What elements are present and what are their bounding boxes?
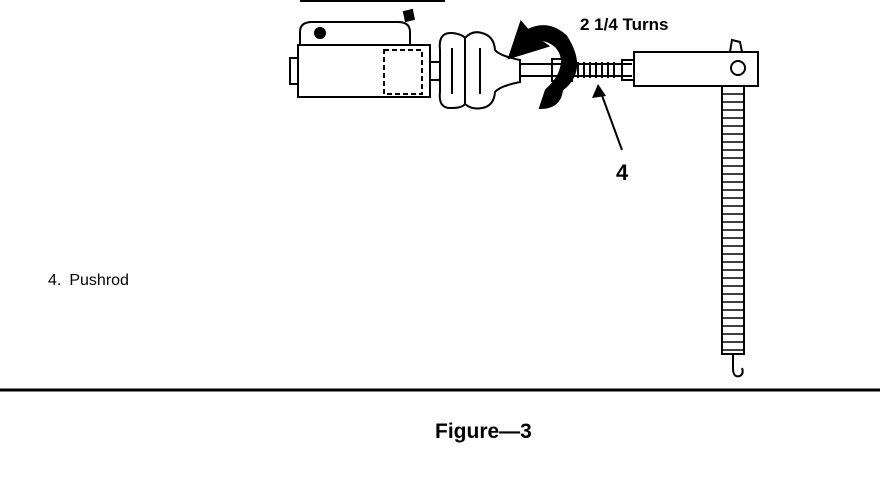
turns-label: 2 1/4 Turns [580,15,669,34]
rubber-boot [438,31,521,110]
figure-caption: Figure—3 [435,420,532,443]
callout-leader-line [599,89,623,151]
callout-number: 4 [616,160,629,185]
legend-item: 4. Pushrod [48,272,129,290]
brake-unit [289,8,440,98]
return-spring [721,85,745,378]
clevis [633,38,759,87]
rotation-arrow [507,20,578,110]
legend-number: 4. [48,272,62,289]
legend-label: Pushrod [69,272,129,289]
callout-arrowhead [592,84,606,98]
